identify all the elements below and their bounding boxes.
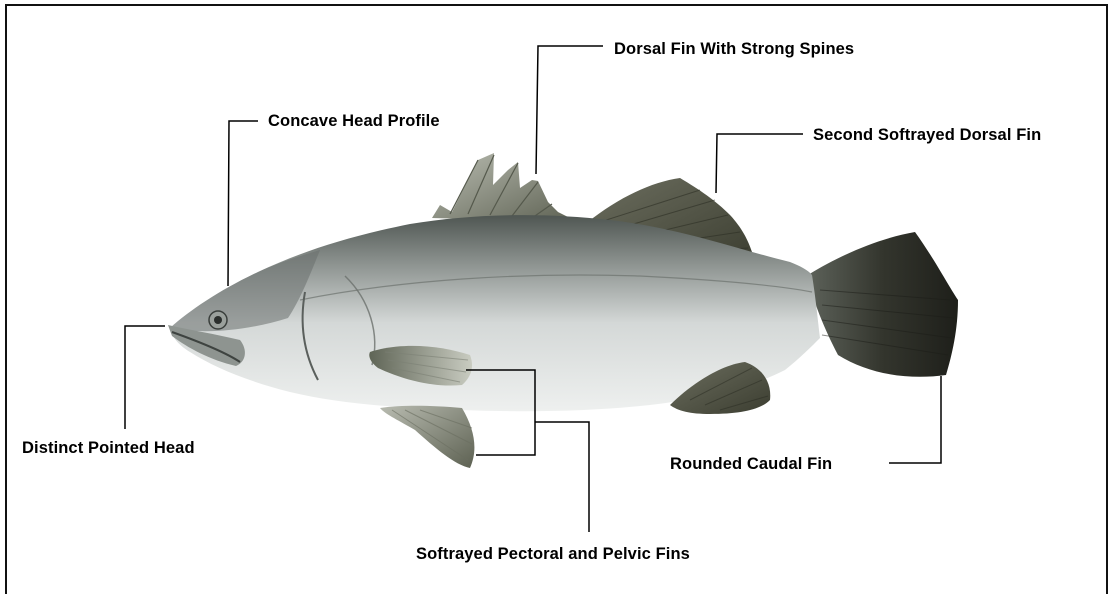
spiny-dorsal-fin xyxy=(432,153,578,222)
leader-pelvic-join xyxy=(535,422,589,532)
leader-pointed-head xyxy=(125,326,165,429)
leader-concave xyxy=(228,121,258,286)
leader-second-dorsal xyxy=(716,134,803,193)
label-softrayed-pectoral-pelvic-fins: Softrayed Pectoral and Pelvic Fins xyxy=(416,545,690,564)
label-second-softrayed-dorsal-fin: Second Softrayed Dorsal Fin xyxy=(813,126,1041,145)
leader-dorsal xyxy=(536,46,603,174)
label-rounded-caudal-fin: Rounded Caudal Fin xyxy=(670,455,832,474)
label-concave-head-profile: Concave Head Profile xyxy=(268,112,440,131)
label-dorsal-fin: Dorsal Fin With Strong Spines xyxy=(614,40,854,59)
caudal-fin xyxy=(808,232,958,377)
leader-caudal xyxy=(889,376,941,463)
pelvic-fin xyxy=(380,406,474,468)
label-distinct-pointed-head: Distinct Pointed Head xyxy=(22,439,195,458)
